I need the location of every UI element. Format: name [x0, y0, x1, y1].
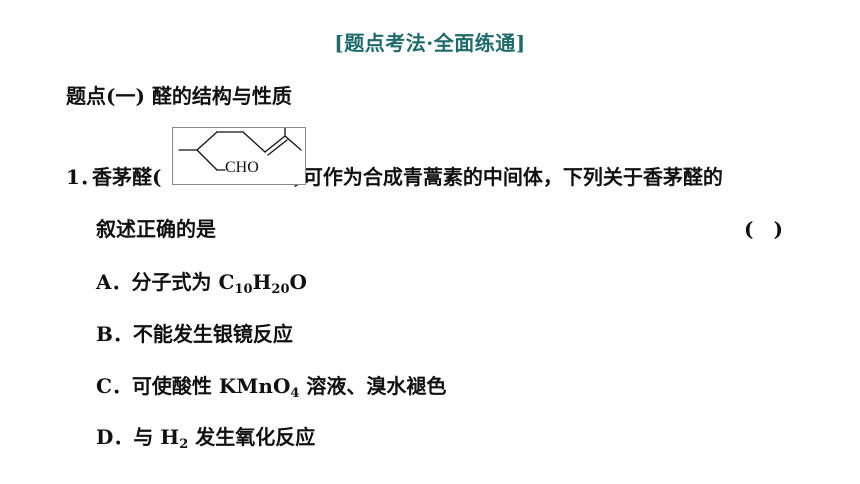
option-a-sub1: 10: [234, 282, 253, 297]
question-suffix: )可作为合成青蒿素的中间体，下列关于香茅醛的: [293, 165, 723, 189]
option-c[interactable]: C．可使酸性 KMnO4 溶液、溴水褪色: [96, 370, 447, 401]
bond-c3-c2: [196, 149, 218, 171]
option-a-mid: H: [252, 270, 272, 294]
bond-c6-c7: [264, 135, 286, 153]
option-b-letter: B．: [96, 322, 133, 346]
page-header-title: [题点考法·全面练通]: [334, 31, 526, 55]
bond-methyl-terminal-1: [284, 135, 302, 151]
bond-c5-c6: [242, 131, 266, 153]
bond-c3-c4: [196, 131, 218, 151]
option-a-text-before: 分子式为 C: [131, 270, 235, 294]
cho-group-label: CHO: [225, 159, 259, 176]
question-1-line: 1．香茅醛( )可作为合成青蒿素的中间体，下列关于香茅醛的: [66, 161, 723, 190]
option-c-text-before: 可使酸性 KMnO: [131, 374, 291, 398]
option-a-letter: A．: [96, 270, 132, 294]
section-title: 题点(一) 醛的结构与性质: [66, 84, 292, 108]
option-a-text-after: O: [289, 270, 307, 294]
option-c-letter: C．: [96, 374, 132, 398]
option-b-text: 不能发生银镜反应: [132, 322, 293, 346]
option-d-text-before: 与 H: [133, 425, 180, 449]
option-d-text-after: 发生氧化反应: [188, 425, 316, 449]
citronellal-structure-diagram: CHO: [172, 127, 306, 185]
question-number: 1．: [66, 165, 100, 189]
question-prefix: 香茅醛(: [92, 165, 162, 189]
option-b[interactable]: B．不能发生银镜反应: [96, 318, 293, 347]
option-a-sub2: 20: [271, 282, 290, 297]
bond-c6-c7-double: [267, 139, 288, 156]
option-a[interactable]: A．分子式为 C10H20O: [96, 266, 307, 297]
option-c-text-after: 溶液、溴水褪色: [299, 374, 447, 398]
option-d-sub: 2: [179, 437, 189, 452]
option-d-letter: D．: [96, 425, 134, 449]
answer-bracket[interactable]: ( ): [744, 217, 783, 241]
question-continuation: 叙述正确的是: [96, 217, 216, 241]
skeletal-formula: [178, 128, 302, 171]
option-c-sub: 4: [290, 386, 300, 401]
option-d[interactable]: D．与 H2 发生氧化反应: [96, 421, 316, 452]
